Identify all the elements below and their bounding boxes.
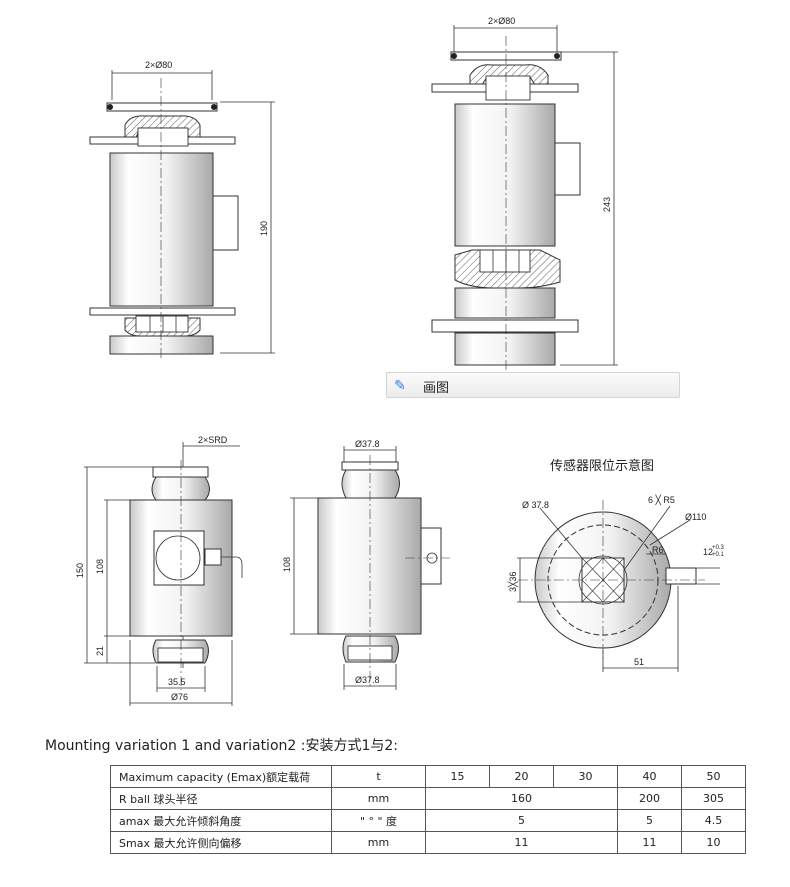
table-cell: amax 最大允许倾斜角度 [110, 809, 332, 832]
table-cell: 10 [681, 831, 746, 854]
table-cell: 305 [681, 787, 746, 810]
table-cell: 5 [425, 809, 618, 832]
lv-dim-110: Ø110 [685, 512, 706, 522]
table-cell: 11 [425, 831, 618, 854]
lv-dim-51: 51 [634, 657, 644, 667]
limit-diagram: Ø 37.8 6 ╳ R5 Ø110 R6 3╳36 12 +0.3 +0.1 … [507, 494, 725, 672]
v2-height-dim: 243 [602, 197, 612, 212]
side-view: Ø37.8 108 Ø37.8 [282, 439, 450, 690]
table-cell: 200 [617, 787, 682, 810]
table-cell: 5 [617, 809, 682, 832]
lv-dim-6r5: 6 ╳ R5 [648, 494, 675, 506]
lv-dim-r6: R6 [652, 545, 664, 555]
v2-top-dim: 2×Ø80 [488, 16, 515, 26]
v1-height-dim: 190 [259, 221, 269, 236]
table-cell: 4.5 [681, 809, 746, 832]
fv-srd-label: 2×SRD [198, 435, 228, 445]
paint-label-text: 画图 [423, 381, 450, 396]
table-cell: 40 [617, 765, 682, 788]
table-cell: 20 [489, 765, 554, 788]
front-view: 2×SRD 150 108 21 35.5 Ø76 [75, 435, 243, 706]
sv-dim-bottom: Ø37.8 [355, 675, 380, 685]
table-cell: 11 [617, 831, 682, 854]
table-cell: mm [331, 831, 426, 854]
view-2: 2×Ø80 243 [431, 16, 618, 372]
limit-diagram-title: 传感器限位示意图 [550, 459, 655, 474]
table-row: Maximum capacity (Emax)额定载荷 t 15 20 30 4… [110, 765, 746, 788]
fv-dim-108: 108 [95, 559, 105, 574]
table-cell: t [331, 765, 426, 788]
table-cell: mm [331, 787, 426, 810]
v1-top-dim: 2×Ø80 [145, 60, 172, 70]
sv-dim-top: Ø37.8 [355, 439, 380, 449]
table-cell: 30 [553, 765, 618, 788]
table-row: amax 最大允许倾斜角度 " ° " 度 5 5 4.5 [110, 809, 746, 832]
table-cell: " ° " 度 [331, 809, 426, 832]
paint-brush-icon: ✎ [394, 377, 406, 393]
table-cell: 15 [425, 765, 490, 788]
fv-dim-150: 150 [75, 563, 85, 578]
table-cell: Maximum capacity (Emax)额定载荷 [110, 765, 332, 788]
table-cell: R ball 球头半径 [110, 787, 332, 810]
table-row: Smax 最大允许侧向偏移 mm 11 11 10 [110, 831, 746, 854]
spec-table: Maximum capacity (Emax)额定载荷 t 15 20 30 4… [110, 765, 746, 854]
sv-dim-108: 108 [282, 557, 292, 572]
lv-dim-12-tol-dn: +0.1 [712, 552, 725, 558]
lv-dim-37-8: Ø 37.8 [522, 500, 549, 510]
fv-dim-35-5: 35.5 [168, 677, 186, 687]
paint-toolbar-item[interactable]: ✎ 画图 [386, 372, 680, 398]
lv-dim-12: 12 [703, 547, 713, 557]
fv-dim-21: 21 [95, 646, 105, 656]
lv-dim-12-tol-up: +0.3 [712, 545, 725, 551]
table-cell: 50 [681, 765, 746, 788]
section-title: Mounting variation 1 and variation2 :安装方… [45, 738, 398, 754]
view-1: 2×Ø80 190 [89, 60, 275, 360]
lv-dim-3x36: 3╳36 [507, 572, 519, 592]
table-cell: 160 [425, 787, 618, 810]
fv-dim-76: Ø76 [171, 692, 188, 702]
table-row: R ball 球头半径 mm 160 200 305 [110, 787, 746, 810]
table-cell: Smax 最大允许侧向偏移 [110, 831, 332, 854]
